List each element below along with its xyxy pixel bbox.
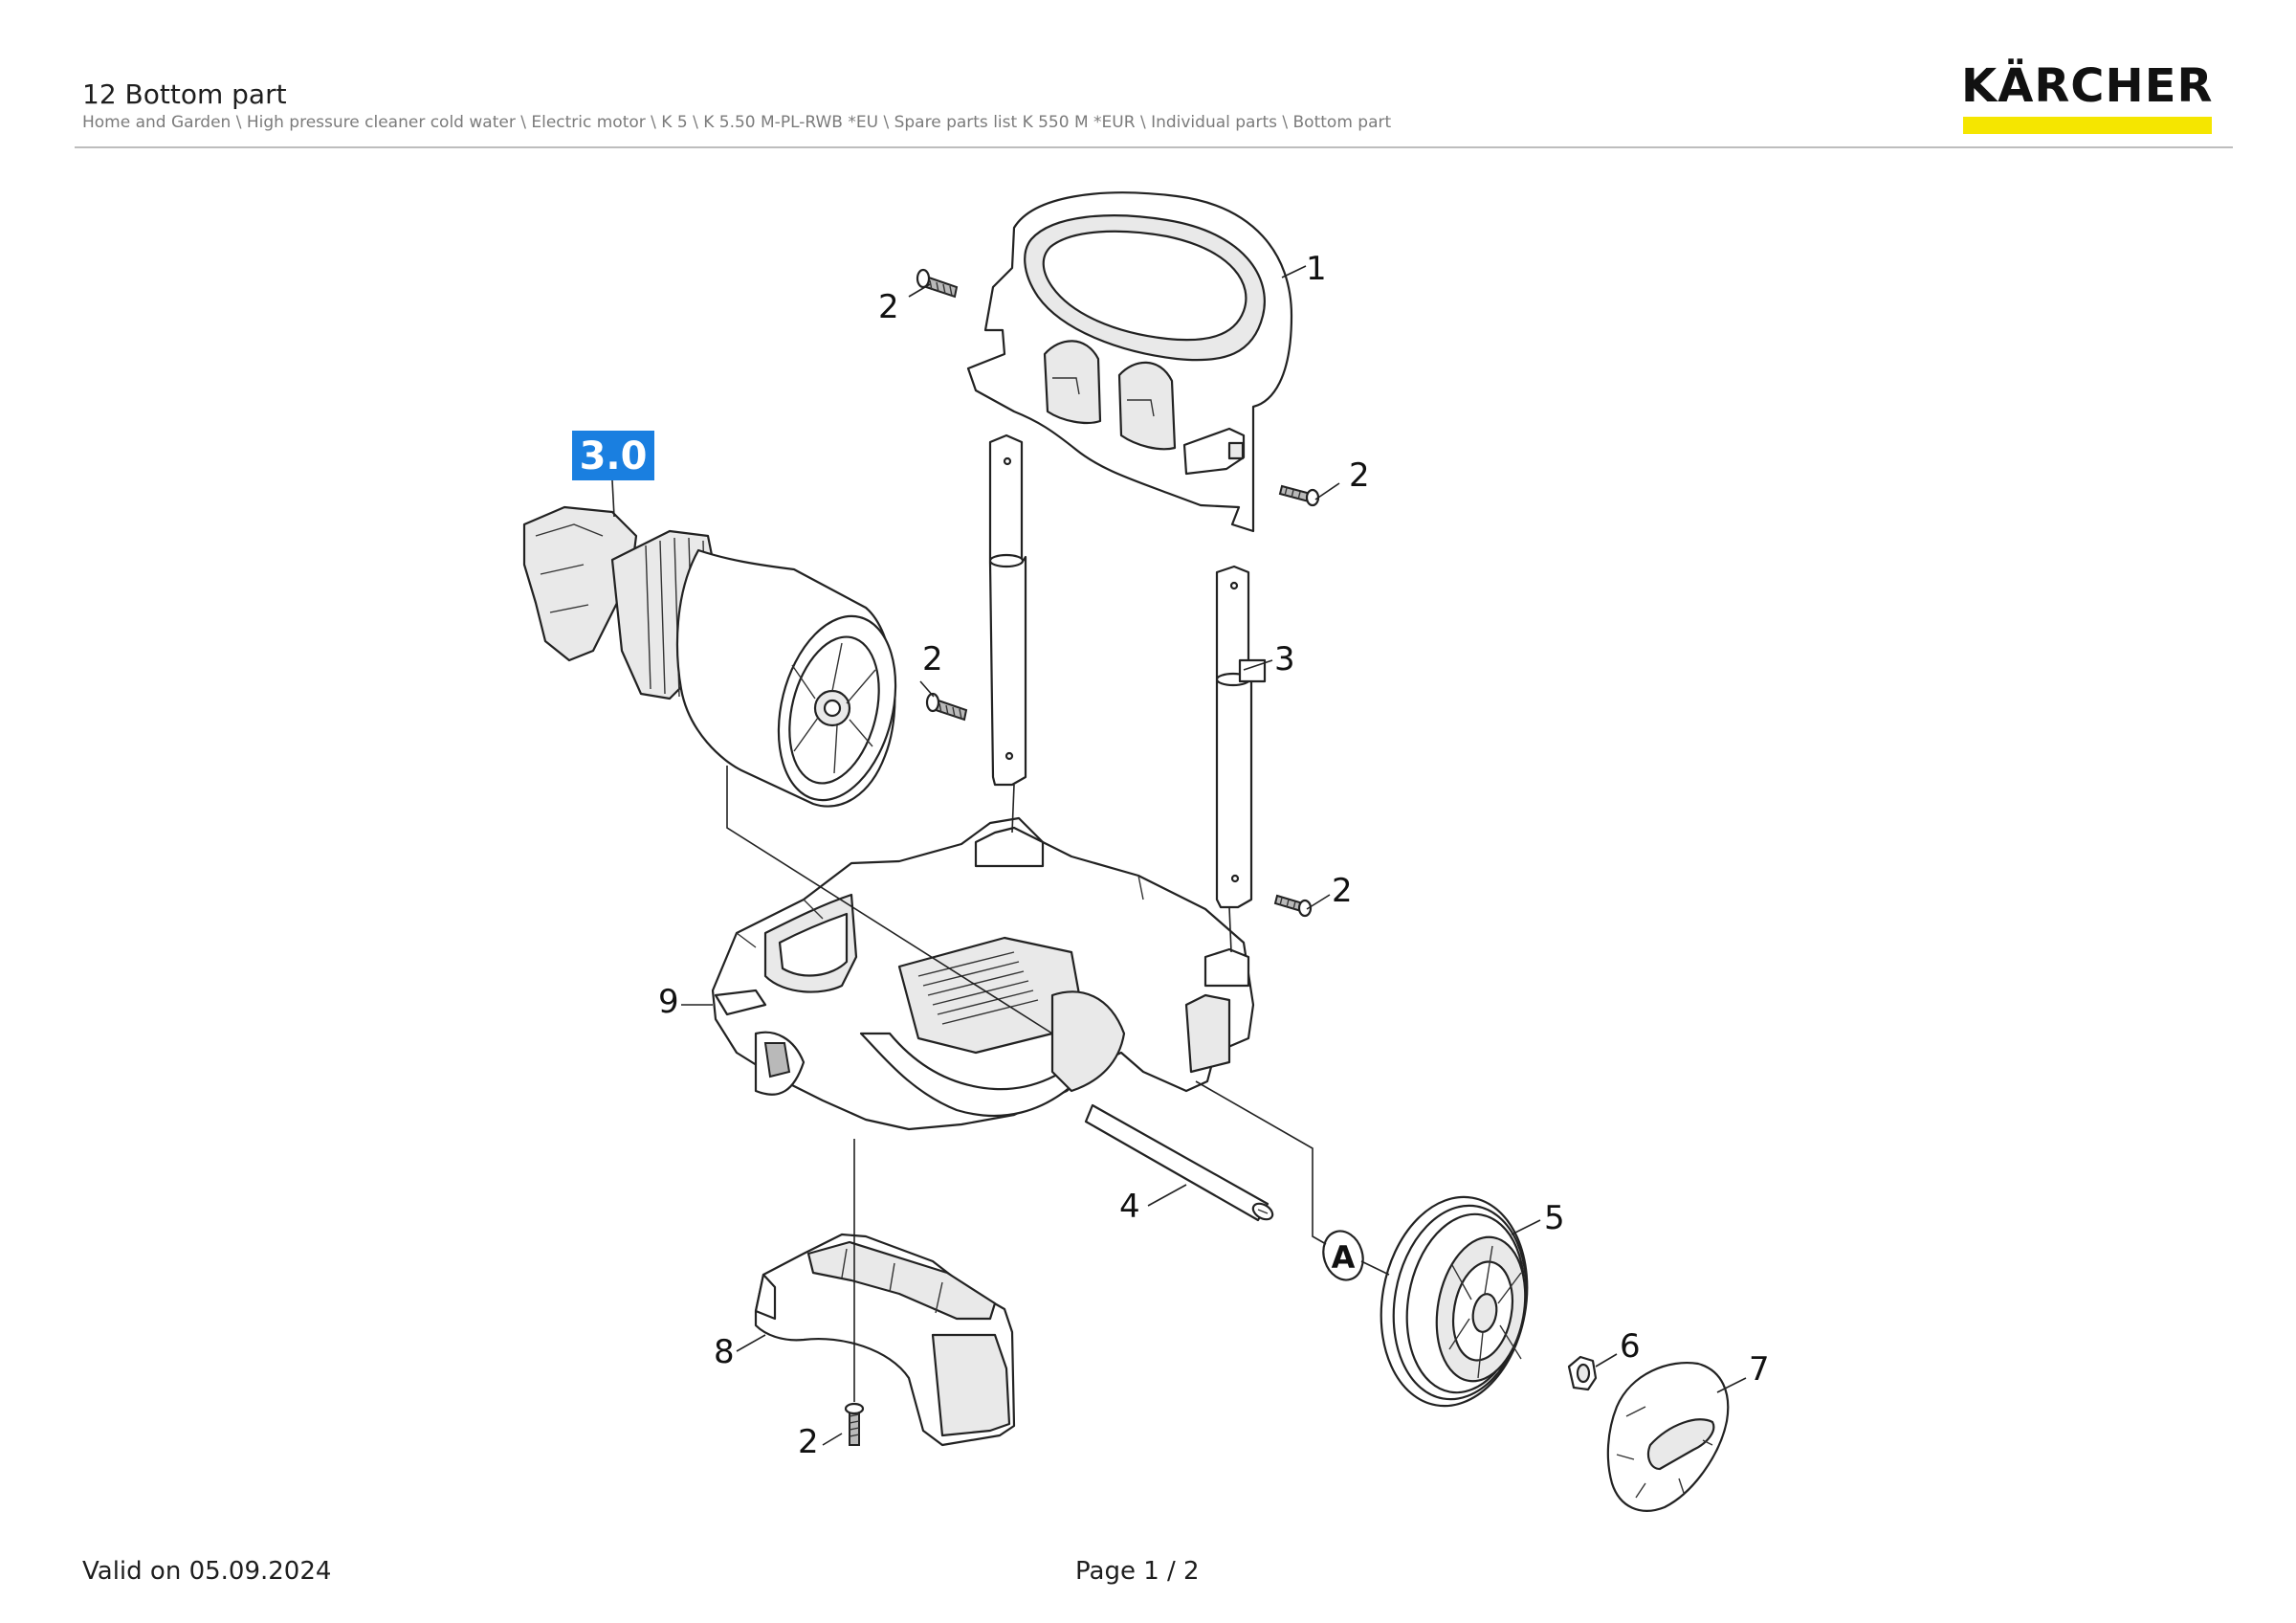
page-title: 12 Bottom part: [82, 78, 287, 110]
footer-page-number: Page 1 / 2: [1075, 1557, 1200, 1586]
part-9-base-frame[interactable]: [711, 816, 1255, 1131]
callout-6[interactable]: 6: [1620, 1327, 1641, 1366]
footer-valid-date: Valid on 05.09.2024: [82, 1557, 332, 1586]
callout-2-bottom[interactable]: 2: [798, 1423, 819, 1461]
callout-2-right-bottom[interactable]: 2: [1332, 872, 1353, 910]
callout-labels: 1 2 2 2 3 2 9 4 5 6 7 8 2: [658, 250, 1770, 1461]
reference-marker-a-label: A: [1332, 1239, 1356, 1276]
callout-7[interactable]: 7: [1749, 1350, 1770, 1389]
callout-5[interactable]: 5: [1544, 1199, 1565, 1237]
part-2-screw-bottom[interactable]: [844, 1402, 865, 1446]
part-8-foot[interactable]: [754, 1233, 1016, 1447]
part-5-wheel[interactable]: [1365, 1186, 1543, 1418]
header-divider: [75, 146, 2233, 148]
part-2-screw-right-bottom[interactable]: [1273, 894, 1313, 918]
part-7-hub-cap[interactable]: [1606, 1362, 1730, 1512]
assembly-badge-label[interactable]: 3.0: [580, 434, 648, 478]
part-4-axle[interactable]: [1084, 1103, 1275, 1223]
callout-2-right-top[interactable]: 2: [1349, 456, 1370, 495]
breadcrumb[interactable]: Home and Garden \ High pressure cleaner …: [82, 113, 1392, 132]
logo-yellow-bar: [1963, 117, 2212, 134]
logo-wordmark: KÄRCHER: [1961, 59, 2214, 113]
part-3-tube-left[interactable]: [988, 434, 1027, 787]
assembly-badge-box[interactable]: [572, 431, 654, 480]
callout-4[interactable]: 4: [1119, 1188, 1140, 1226]
leader-lines: [611, 265, 1747, 1446]
part-2-screw-top[interactable]: [916, 268, 959, 299]
callout-2-middle[interactable]: 2: [922, 640, 943, 678]
callout-1[interactable]: 1: [1306, 250, 1327, 288]
callout-3[interactable]: 3: [1274, 640, 1295, 678]
part-3-tube-right[interactable]: [1215, 565, 1267, 909]
part-2-screw-right-top[interactable]: [1278, 484, 1320, 507]
part-1-handle[interactable]: [966, 191, 1293, 533]
part-2-screw-middle[interactable]: [925, 692, 968, 722]
callout-8[interactable]: 8: [714, 1333, 735, 1371]
karcher-logo: KÄRCHER: [1961, 63, 2212, 138]
part-6-nut[interactable]: [1567, 1355, 1598, 1391]
reference-marker-a[interactable]: [1317, 1226, 1369, 1285]
callout-9[interactable]: 9: [658, 983, 679, 1021]
motor-assembly[interactable]: [522, 505, 914, 812]
callout-2-top[interactable]: 2: [878, 288, 899, 326]
